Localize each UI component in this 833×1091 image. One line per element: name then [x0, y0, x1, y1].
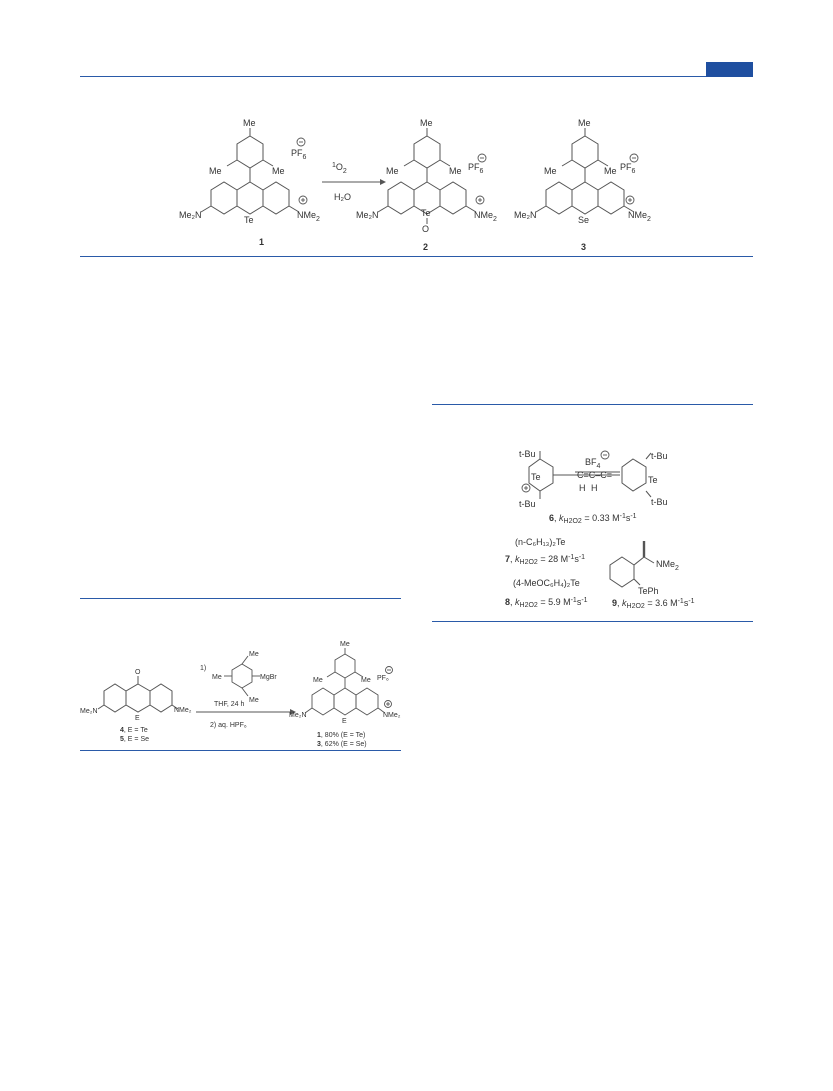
heteroatom-se: Se: [578, 215, 589, 225]
right-amine: NMe2: [474, 210, 497, 223]
chain-h-1: H: [579, 483, 586, 493]
mesityl-me-left: Me: [544, 166, 557, 176]
mesityl-me-left: Me: [209, 166, 222, 176]
formula-7: (n-C₆H₁₃)₂Te: [515, 537, 565, 547]
yield-3: 3, 62% (E = Se): [317, 741, 367, 748]
scheme-1-compound-3: Me Me Me PF6 Se Me₂N NMe2 3: [514, 118, 651, 252]
counterion: PF6: [468, 162, 484, 175]
mesityl-me-top: Me: [243, 118, 256, 128]
te-right: Te: [648, 475, 658, 485]
label-4: 4, E = Te: [120, 727, 148, 734]
scheme-1-compound-1: Me Me Me PF6 Te Me₂N NMe2 1: [179, 118, 320, 247]
yield-1: 1, 80% (E = Te): [317, 732, 365, 739]
left-amine: Me₂N: [179, 210, 202, 220]
teph-group: TePh: [638, 586, 659, 596]
reaction-arrow-1: 1O2 H₂O: [322, 162, 386, 202]
header-tab: [706, 62, 753, 77]
left-amine: Me₂N: [80, 708, 98, 715]
mesityl-me-right: Me: [361, 677, 371, 684]
step-1: 1): [200, 665, 206, 672]
mesityl-me-top: Me: [340, 641, 350, 648]
scheme-2-top-rule: [432, 404, 753, 405]
step-2: 2) aq. HPF₆: [210, 722, 247, 729]
label-5: 5, E = Se: [120, 736, 149, 743]
mesityl-me-left: Me: [313, 677, 323, 684]
formula-8: (4-MeOC₆H₄)₂Te: [513, 578, 580, 588]
scheme-2-compound-7: (n-C₆H₁₃)₂Te 7, kH2O2 = 28 M-1s-1: [505, 537, 585, 566]
tbu-bottom-right: t-Bu: [651, 497, 668, 507]
compound-label-3: 3: [581, 242, 586, 252]
right-amine: NMe₂: [383, 712, 401, 719]
compound-label-1: 1: [259, 237, 264, 247]
mesityl-me-right: Me: [604, 166, 617, 176]
grignard-me-left: Me: [212, 674, 222, 681]
scheme-3-arrow: THF, 24 h 2) aq. HPF₆: [196, 701, 296, 729]
scheme-2-compound-8: (4-MeOC₆H₄)₂Te 8, kH2O2 = 5.9 M-1s-1: [505, 578, 588, 609]
heteroatom-te: Te: [421, 208, 431, 218]
scheme-2-bottom-rule: [432, 621, 753, 622]
grignard-me-bottom: Me: [249, 697, 259, 704]
scheme-3-top-rule: [80, 598, 401, 599]
chain-h-2: H: [591, 483, 598, 493]
tbu-top-right: t-Bu: [651, 451, 668, 461]
grignard-mgbr: MgBr: [260, 674, 277, 681]
grignard-me-top: Me: [249, 651, 259, 658]
polymethine-chain: C=C–C=: [577, 470, 612, 480]
left-amine: Me₂N: [356, 210, 379, 220]
left-amine: Me₂N: [514, 210, 537, 220]
caption-7: 7, kH2O2 = 28 M-1s-1: [505, 554, 585, 566]
caption-9: 9, kH2O2 = 3.6 M-1s-1: [612, 598, 695, 610]
reagent-singlet-oxygen: 1O2: [332, 162, 347, 175]
caption-8: 8, kH2O2 = 5.9 M-1s-1: [505, 597, 588, 609]
mesityl-me-top: Me: [420, 118, 433, 128]
scheme-1-compound-2: Me Me Me PF6 Te O Me₂N NMe2 2: [356, 118, 497, 252]
scheme-3-reagents: 1) Me Me Me MgBr: [200, 651, 277, 704]
scheme-1-bottom-rule: [80, 256, 753, 257]
scheme-2-compound-9: NMe2 TePh 9, kH2O2 = 3.6 M-1s-1: [609, 541, 695, 610]
right-amine: NMe2: [297, 210, 320, 223]
oxo-group: O: [135, 669, 141, 676]
counterion: PF6: [620, 162, 636, 175]
counterion: PF₆: [377, 675, 389, 682]
scheme-3-starting-material: O E Me₂N NMe₂ 4, E = Te 5, E = Se: [80, 669, 192, 743]
mesityl-me-right: Me: [272, 166, 285, 176]
tellurium-oxide: O: [422, 224, 429, 234]
scheme-2-compound-6: t-Bu t-Bu t-Bu t-Bu Te Te BF4 C=C–C= H H…: [519, 449, 668, 525]
heteroatom-te: Te: [244, 215, 254, 225]
tbu-top-left: t-Bu: [519, 449, 536, 459]
heteroatom-e: E: [135, 715, 140, 722]
compound-label-2: 2: [423, 242, 428, 252]
caption-6: 6, kH2O2 = 0.33 M-1s-1: [549, 513, 637, 525]
bf4-anion: BF4: [585, 457, 601, 470]
right-amine: NMe2: [628, 210, 651, 223]
scheme-3-product: Me Me Me PF₆ E Me₂N NMe₂ 1, 80% (E = Te)…: [289, 641, 401, 748]
scheme-3-bottom-rule: [80, 750, 401, 751]
nme2-group: NMe2: [656, 559, 679, 572]
right-amine: NMe₂: [174, 707, 192, 714]
conditions: THF, 24 h: [214, 701, 244, 708]
reagent-water: H₂O: [334, 192, 351, 202]
tbu-bottom-left: t-Bu: [519, 499, 536, 509]
heteroatom-e: E: [342, 718, 347, 725]
header-rule: [80, 76, 753, 77]
left-amine: Me₂N: [289, 712, 307, 719]
mesityl-me-top: Me: [578, 118, 591, 128]
counterion: PF6: [291, 148, 307, 161]
mesityl-me-right: Me: [449, 166, 462, 176]
te-left: Te: [531, 472, 541, 482]
mesityl-me-left: Me: [386, 166, 399, 176]
